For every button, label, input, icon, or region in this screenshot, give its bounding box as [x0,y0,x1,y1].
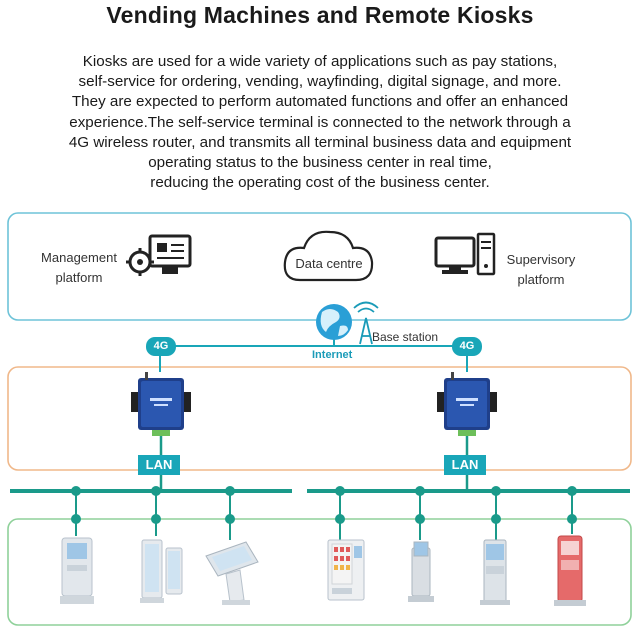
supervisory-platform-label: Supervisory platform [500,250,582,290]
intro-line: 4G wireless router, and transmits all te… [68,133,572,151]
intro-line: They are expected to perform automated f… [71,93,569,111]
router-device-left [131,372,191,436]
intro-line: reducing the operating cost of the busin… [150,174,490,192]
intro-line: experience.The self-service terminal is … [69,113,571,131]
lan-label-right: LAN [444,455,486,475]
intro-line: Kiosks are used for a wide variety of ap… [82,53,558,70]
4g-badge-right: 4G [452,337,482,356]
queue-kiosk-terminal [408,541,434,602]
internet-label: Internet [312,349,353,361]
supervisory-line-2: platform [517,272,565,287]
base-station-label: Base station [372,330,439,344]
intro-paragraph: Kiosks are used for a wide variety of ap… [18,52,622,193]
router-section-box [7,366,632,471]
lan-label-left: LAN [138,455,180,475]
kiosk-terminal-1 [60,537,94,604]
supervisory-platform-icon [434,232,496,276]
management-line-2: platform [55,270,103,285]
supervisory-line-1: Supervisory [506,252,576,267]
digital-signage-terminal [140,539,183,603]
data-centre-label: Data centre [295,256,363,271]
page-title: Vending Machines and Remote Kiosks [106,2,534,28]
router-device-right [437,372,497,436]
management-platform-label: Management platform [34,248,124,288]
4g-badge-left: 4G [146,337,176,356]
intro-line: operating status to the business center … [148,154,492,172]
vending-machine-terminal [327,539,365,601]
payment-kiosk-terminal [554,535,586,606]
touch-table-terminal [205,541,259,605]
management-line-1: Management [41,250,117,265]
self-service-kiosk-terminal [480,539,510,605]
base-station-icon [353,301,379,345]
intro-line: self-service for ordering, vending, wayf… [78,73,562,91]
globe-icon [316,304,352,340]
management-platform-icon [126,234,192,276]
cloud-icon [283,230,374,282]
terminal-section-box [7,518,632,626]
